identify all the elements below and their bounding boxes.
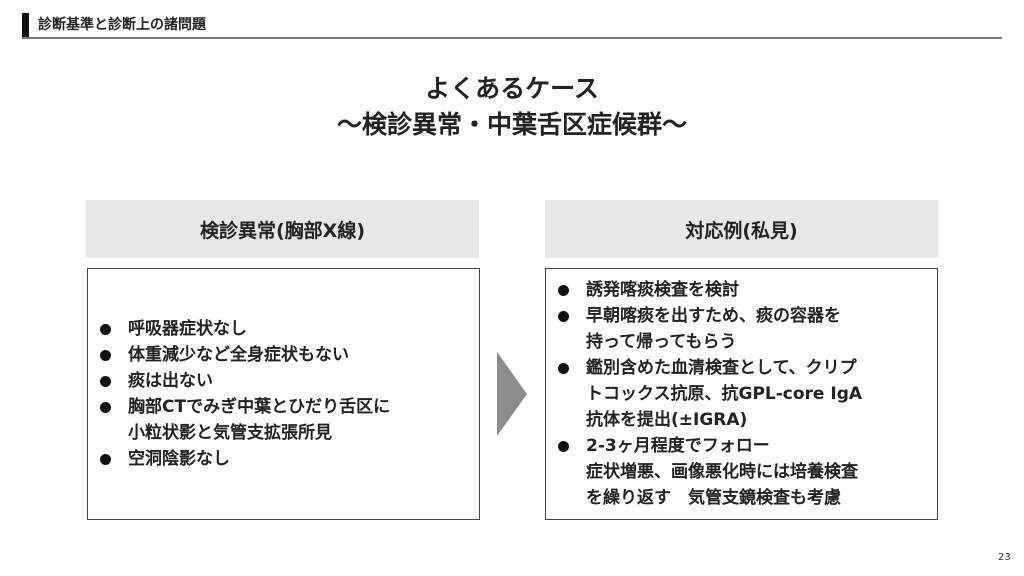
list-item-line: 痰は出ない — [128, 371, 213, 391]
section-title: 診断基準と診断上の諸問題 — [38, 17, 206, 33]
list-item-line: 2-3ヶ月程度でフォロー — [586, 436, 770, 456]
list-item: 胸部CTでみぎ中葉とひだり舌区に小粒状影と気管支拡張所見 — [98, 394, 479, 446]
right-heading: 対応例(私見) — [545, 200, 938, 258]
left-bullet-list: 呼吸器症状なし体重減少など全身症状もない痰は出ない胸部CTでみぎ中葉とひだり舌区… — [98, 316, 479, 472]
slide-title: よくあるケース — [425, 74, 599, 103]
list-item-line: 誘発喀痰検査を検討 — [586, 280, 739, 300]
list-item: 2-3ヶ月程度でフォロー症状増悪、画像悪化時には培養検査を繰り返す 気管支鏡検査… — [556, 433, 937, 511]
right-bullet-list: 誘発喀痰検査を検討早朝喀痰を出すため、痰の容器を持って帰ってもらう鑑別含めた血清… — [556, 277, 937, 511]
list-item: 呼吸器症状なし — [98, 316, 479, 342]
header-accent-bar — [22, 13, 29, 37]
slide-subtitle: ～検診異常・中葉舌区症候群～ — [336, 110, 687, 139]
list-item: 鑑別含めた血清検査として、クリプトコックス抗原、抗GPL-core IgA 抗体を… — [556, 355, 937, 433]
list-item-line: 鑑別含めた血清検査として、クリプ — [586, 358, 857, 378]
list-item-line: 空洞陰影なし — [128, 449, 230, 469]
list-item-line: 胸部CTでみぎ中葉とひだり舌区に — [128, 397, 391, 417]
list-item-line: 抗体を提出(±IGRA) — [586, 410, 748, 430]
arrow-right-icon — [497, 352, 527, 436]
list-item-line: 小粒状影と気管支拡張所見 — [128, 423, 332, 443]
list-item-line: 体重減少など全身症状もない — [128, 345, 349, 365]
list-item: 痰は出ない — [98, 368, 479, 394]
page-number: 23 — [998, 552, 1011, 563]
list-item-line: 早朝喀痰を出すため、痰の容器を — [586, 306, 841, 326]
header-divider — [22, 37, 1002, 39]
right-content-box: 誘発喀痰検査を検討早朝喀痰を出すため、痰の容器を持って帰ってもらう鑑別含めた血清… — [545, 268, 938, 520]
list-item-line: 症状増悪、画像悪化時には培養検査 — [586, 462, 858, 482]
list-item-line: 持って帰ってもらう — [586, 332, 737, 352]
left-content-box: 呼吸器症状なし体重減少など全身症状もない痰は出ない胸部CTでみぎ中葉とひだり舌区… — [87, 268, 480, 520]
left-heading: 検診異常(胸部X線) — [86, 200, 479, 258]
list-item: 早朝喀痰を出すため、痰の容器を持って帰ってもらう — [556, 303, 937, 355]
list-item: 空洞陰影なし — [98, 446, 479, 472]
list-item-line: を繰り返す 気管支鏡検査も考慮 — [586, 488, 841, 508]
list-item: 誘発喀痰検査を検討 — [556, 277, 937, 303]
list-item: 体重減少など全身症状もない — [98, 342, 479, 368]
list-item-line: 呼吸器症状なし — [128, 319, 247, 339]
list-item-line: トコックス抗原、抗GPL-core IgA — [586, 384, 863, 404]
